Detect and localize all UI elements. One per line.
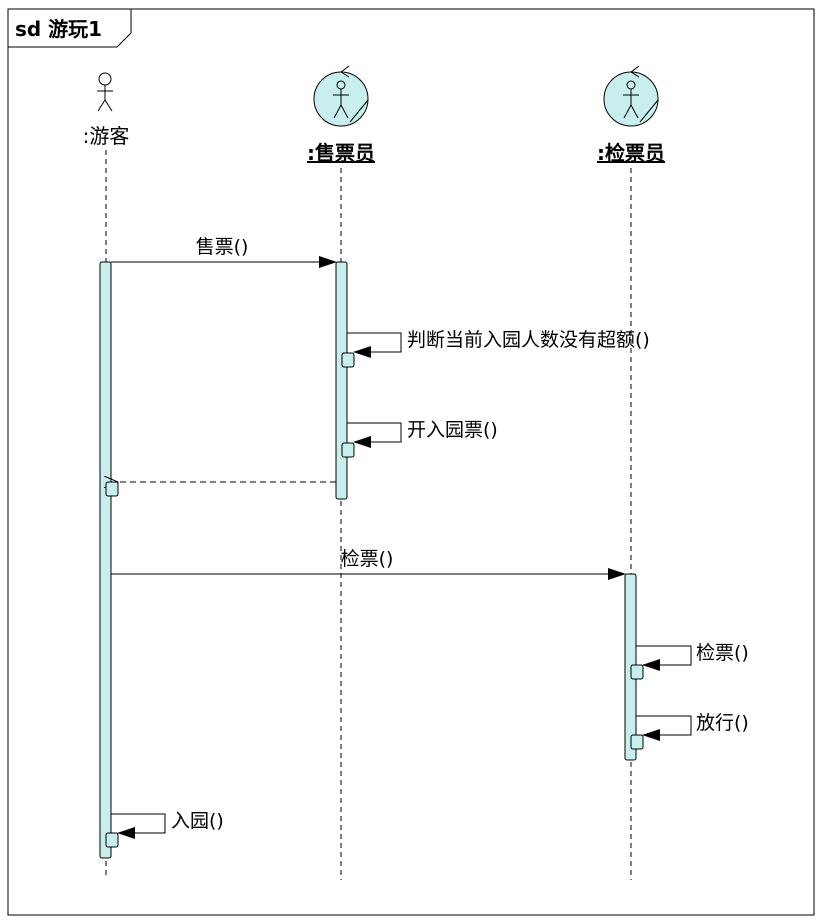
message-issue-ticket-label: 开入园票() (407, 419, 498, 441)
message-sell-ticket-label: 售票() (196, 236, 249, 258)
frame-title: sd 游玩1 (15, 17, 102, 41)
checker-nested-activation-1 (630, 664, 644, 680)
message-release-label: 放行() (696, 712, 749, 734)
message-release-arrow (636, 715, 692, 741)
seller-activation (335, 261, 348, 500)
participant-checker-name: :检票员 (597, 141, 665, 165)
message-check-count-label: 判断当前入园人数没有超额() (407, 329, 650, 351)
message-verify-ticket-label: 检票() (696, 642, 749, 664)
message-enter-park-label: 入园() (171, 810, 224, 832)
participant-seller-name: :售票员 (307, 141, 375, 165)
seller-control-icon (313, 65, 369, 127)
message-issue-ticket-arrow (347, 422, 402, 448)
frame-title-tab (7, 8, 132, 48)
diagram-frame (7, 8, 815, 916)
visitor-activation (99, 261, 112, 859)
message-check-count-arrow (347, 332, 402, 358)
visitor-nested-activation-2 (105, 832, 119, 848)
message-verify-ticket-arrow (636, 645, 692, 671)
checker-control-icon (603, 65, 659, 127)
seller-nested-activation-1 (341, 352, 355, 368)
visitor-nested-activation-return (105, 481, 119, 497)
checker-nested-activation-2 (630, 734, 644, 750)
message-enter-park-arrow (111, 813, 166, 839)
message-check-ticket-label: 检票() (341, 548, 394, 570)
seller-nested-activation-2 (341, 442, 355, 458)
participant-visitor-name: :游客 (83, 124, 130, 148)
visitor-actor-icon (97, 72, 113, 112)
